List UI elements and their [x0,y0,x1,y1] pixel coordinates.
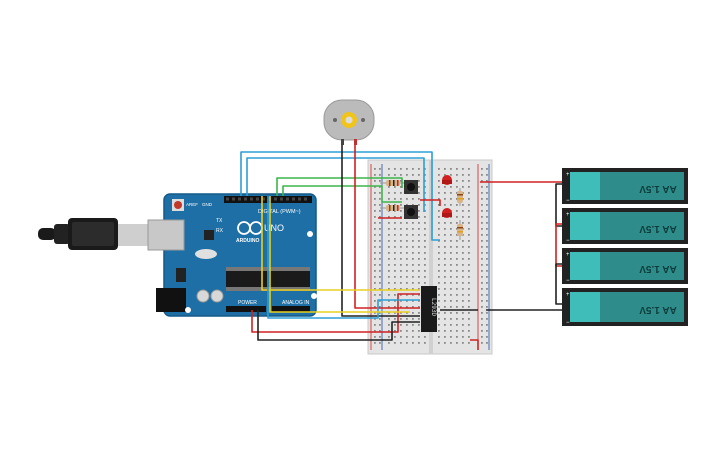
arduino-board: AREF GND DIGITAL (PWM~) TX RX UNO ARDUIN… [147,193,317,317]
gnd-label: GND [202,202,213,207]
led-1 [442,175,452,185]
mounting-hole [311,293,317,299]
battery-1-plus: + [566,172,570,178]
aref-label: AREF [186,202,198,207]
power-jack [156,288,186,312]
battery-2-minus: − [566,238,570,244]
motor-driver-ic: L293D [421,286,437,332]
resistor-1 [380,180,406,186]
analog-header [272,306,310,312]
wire-green-1 [276,177,403,196]
wire-battery-series-2 [555,223,565,267]
wire-blue-3 [267,196,420,319]
battery-3-label: AA 1.5V [639,263,677,274]
analog-label: ANALOG IN [282,300,310,306]
wire-battery-series-3 [555,263,565,305]
wire-blue-2 [246,157,425,212]
capacitor-2 [210,289,224,303]
crystal [195,249,217,259]
resistor-3 [457,188,463,206]
wire-motor-black [341,145,420,317]
pushbutton-1 [404,180,418,194]
tx-label: TX [216,218,223,224]
battery-1-minus: − [566,198,570,204]
wire-blue-1 [240,151,440,241]
battery-4-plus: + [566,292,570,298]
regulator [176,268,186,282]
wires [240,145,566,350]
wire-gnd-black [257,310,420,341]
wire-yellow-2 [269,196,410,313]
breadboard [367,159,493,355]
battery-2-label: AA 1.5V [639,223,677,234]
resistor-4 [457,220,463,240]
battery-2-plus: + [566,212,570,218]
battery-3-minus: − [566,278,570,284]
pushbutton-2 [404,205,418,219]
wire-jumper-red-2 [420,199,441,206]
usb-socket [147,219,185,251]
battery-3-plus: + [566,252,570,258]
rx-label: RX [216,228,224,234]
ic-label: L293D [430,298,437,316]
capacitor-1 [196,289,210,303]
digital-label: DIGITAL (PWM~) [258,209,301,215]
power-label: POWER [238,300,257,306]
battery-1: AA 1.5V + − [562,168,688,204]
power-header [226,306,266,312]
battery-3: AA 1.5V + − [562,248,688,284]
wire-yellow [261,196,420,291]
mounting-hole [307,231,313,237]
dc-motor [323,99,375,145]
wire-battery-series-1 [555,183,565,227]
battery-4: AA 1.5V + − [562,288,688,326]
mounting-hole [185,307,191,313]
wire-5v-red [251,293,420,333]
wire-jumper-red-3 [470,339,479,350]
led-2 [442,208,452,218]
wire-green-2 [282,185,402,203]
battery-1-label: AA 1.5V [639,183,677,194]
usb-chip [204,230,214,240]
resistor-2 [380,205,406,211]
battery-4-minus: − [566,320,570,326]
brand-label: ARDUINO [236,238,259,244]
model-label: UNO [264,223,284,233]
battery-4-label: AA 1.5V [639,304,677,315]
battery-2: AA 1.5V + − [562,208,688,244]
